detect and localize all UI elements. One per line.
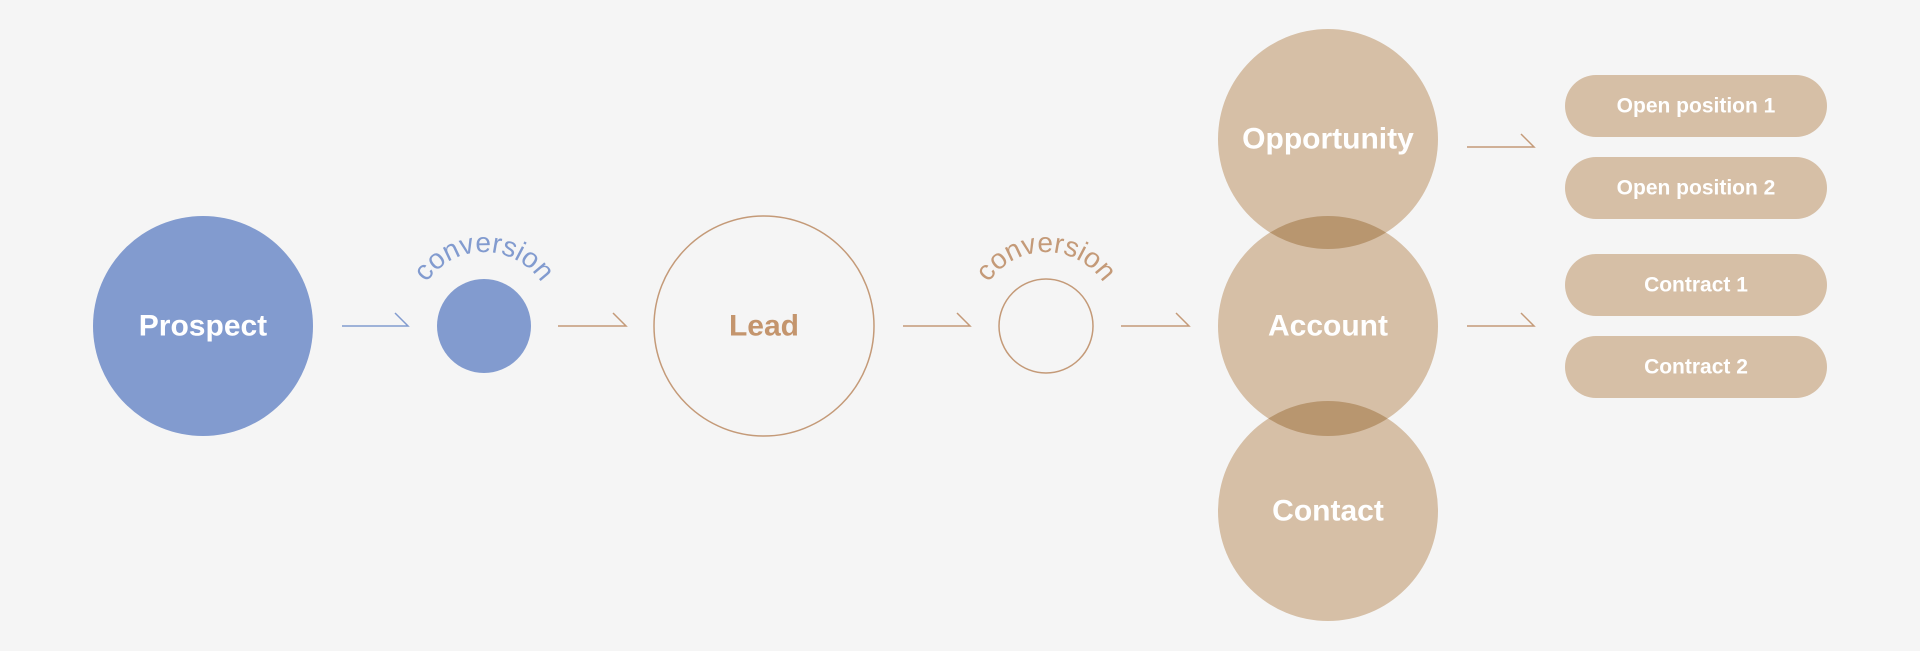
prospect-node: Prospect bbox=[93, 216, 313, 436]
lead-label: Lead bbox=[729, 310, 799, 343]
opportunity-circle bbox=[1218, 29, 1438, 249]
opportunity-label: Opportunity bbox=[1242, 123, 1414, 156]
conversion-node-1: conversion bbox=[407, 227, 561, 373]
pill-contract-1: Contract 1 bbox=[1565, 254, 1827, 316]
conversion-circle-2 bbox=[998, 278, 1094, 374]
arrow-prospect-to-conversion bbox=[342, 312, 410, 327]
pill-contract-2: Contract 2 bbox=[1565, 336, 1827, 398]
pill-contract-1-bg bbox=[1565, 254, 1827, 316]
pill-open-position-2: Open position 2 bbox=[1565, 157, 1827, 219]
arrow-conversion-to-account bbox=[1121, 312, 1191, 327]
lead-node: Lead bbox=[653, 215, 875, 437]
pill-contract-2-bg bbox=[1565, 336, 1827, 398]
lead-circle bbox=[653, 215, 875, 437]
pill-open-position-1-label: Open position 1 bbox=[1617, 95, 1776, 118]
pill-contract-2-label: Contract 2 bbox=[1644, 356, 1748, 379]
pill-open-position-2-label: Open position 2 bbox=[1617, 177, 1776, 200]
pill-open-position-2-bg bbox=[1565, 157, 1827, 219]
account-label: Account bbox=[1268, 310, 1388, 343]
conversion-circle-1 bbox=[437, 279, 531, 373]
conversion-label-1: conversion bbox=[407, 227, 561, 286]
prospect-label: Prospect bbox=[139, 310, 267, 343]
arrow-opportunity-to-positions bbox=[1467, 133, 1536, 148]
arrow-account-to-contracts bbox=[1467, 312, 1536, 327]
pill-open-position-1: Open position 1 bbox=[1565, 75, 1827, 137]
account-circle bbox=[1218, 216, 1438, 436]
prospect-circle bbox=[93, 216, 313, 436]
arrow-conversion-to-lead bbox=[558, 312, 628, 327]
contact-label: Contact bbox=[1272, 495, 1384, 528]
conversion-label-2: conversion bbox=[969, 227, 1123, 286]
pill-contract-1-label: Contract 1 bbox=[1644, 274, 1748, 297]
account-cluster: Opportunity Account Contact bbox=[1218, 29, 1438, 621]
pill-open-position-1-bg bbox=[1565, 75, 1827, 137]
conversion-node-2: conversion bbox=[969, 227, 1123, 374]
contact-circle bbox=[1218, 401, 1438, 621]
arrow-lead-to-conversion bbox=[903, 312, 972, 327]
